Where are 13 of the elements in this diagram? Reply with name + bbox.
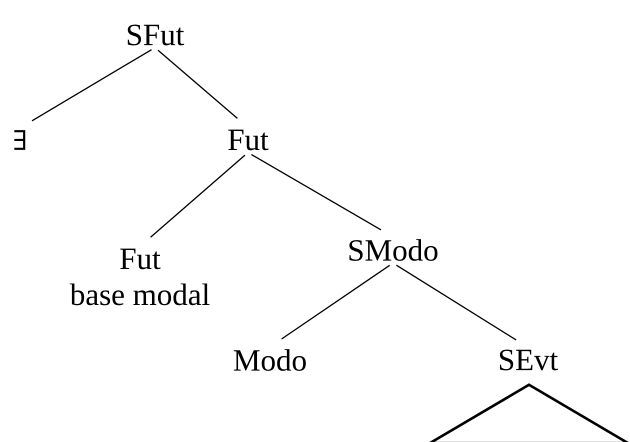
tree-label: SModo	[349, 239, 438, 261]
tree-branch	[396, 264, 516, 341]
tree-label: SFut	[128, 24, 184, 46]
tree-label: SEvt	[500, 350, 558, 370]
tree-branch	[158, 50, 238, 119]
tree-label: ∃	[14, 130, 26, 150]
tree-branch	[251, 154, 382, 230]
tree-branch	[281, 264, 390, 340]
tree-label: Modo	[234, 349, 306, 371]
tree-branch	[32, 49, 152, 122]
tree-label: Fut	[228, 130, 268, 150]
tree-label: Fut base modal	[70, 248, 210, 306]
tree-branch	[150, 154, 246, 238]
